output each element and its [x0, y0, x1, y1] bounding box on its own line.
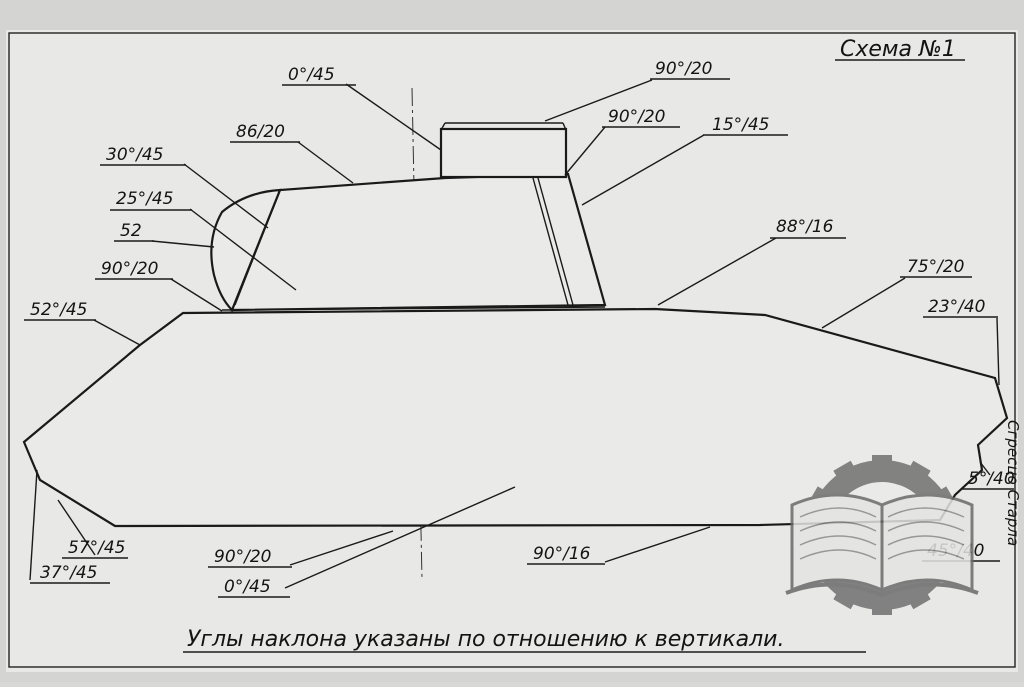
label-turret-base: 90°/20: [101, 259, 159, 279]
gear-book-watermark-icon: [785, 455, 979, 615]
turret-rear-plate-line-a: [532, 177, 569, 306]
label-engine-deck: 75°/20: [907, 257, 965, 277]
label-hull-bottom: 90°/16: [533, 544, 591, 564]
leader-mantlet: [151, 240, 215, 248]
leader-hull-floor: [284, 486, 516, 589]
diagram-title: Схема №1: [840, 37, 956, 62]
label-turret-front: 25°/45: [116, 189, 174, 209]
leader-turret-front: [189, 208, 297, 291]
leader-turret-front-upper: [183, 163, 269, 229]
label-turret-front-upper: 30°/45: [106, 145, 164, 165]
leader-turret-base: [170, 278, 223, 312]
gun-mantlet: [210, 188, 282, 312]
turret-front-plate-line: [234, 194, 279, 306]
leader-cupola-front: [544, 79, 653, 122]
label-hull-upper-front: 52°/45: [30, 300, 88, 320]
leader-hull-side: [289, 530, 394, 566]
commander-cupola: [439, 127, 568, 179]
leader-engine-deck: [821, 277, 906, 329]
leader-hull-bottom: [604, 526, 711, 563]
leader-lines: [29, 79, 1000, 589]
label-hull-lower-front-b: 37°/45: [40, 563, 98, 583]
leader-cupola-rear: [564, 126, 606, 176]
leader-hull-roof: [657, 237, 777, 306]
diagram-caption: Углы наклона указаны по отношению к верт…: [187, 627, 784, 652]
label-mantlet: 52: [120, 221, 142, 241]
turret-rear-plate-line-b: [537, 177, 574, 306]
hull-outline: [22, 307, 1009, 528]
leader-hull-rear-lower: [979, 461, 991, 476]
leader-hull-rear-upper: [996, 317, 1000, 386]
label-hull-floor: 0°/45: [224, 577, 271, 597]
leader-hull-lower-front-a: [57, 499, 96, 556]
leader-hull-upper-front: [93, 319, 141, 346]
label-hull-side: 90°/20: [214, 547, 272, 567]
label-turret-rear: 15°/45: [712, 115, 770, 135]
cupola-hatch-left: [440, 122, 446, 131]
label-hull-roof: 88°/16: [776, 217, 834, 237]
leader-turret-roof: [297, 141, 354, 184]
leader-cupola-top: [345, 83, 442, 151]
leader-turret-rear: [581, 134, 705, 206]
label-cupola-rear: 90°/20: [608, 107, 666, 127]
turret-body: [230, 172, 607, 312]
label-cupola-top: 0°/45: [288, 65, 335, 85]
sheet-border: [8, 32, 1016, 668]
label-turret-roof: 86/20: [236, 122, 285, 142]
label-hull-rear-upper: 23°/40: [928, 297, 986, 317]
label-cupola-front: 90°/20: [655, 59, 713, 79]
cupola-hatch-right: [562, 122, 567, 131]
leader-hull-lower-front-b: [29, 469, 38, 581]
label-hull-lower-front-a: 57°/45: [68, 538, 126, 558]
margin-stamp: Сгресцо Старла: [1004, 420, 1022, 546]
label-hull-rear-lower: 5°/40: [968, 469, 1015, 489]
